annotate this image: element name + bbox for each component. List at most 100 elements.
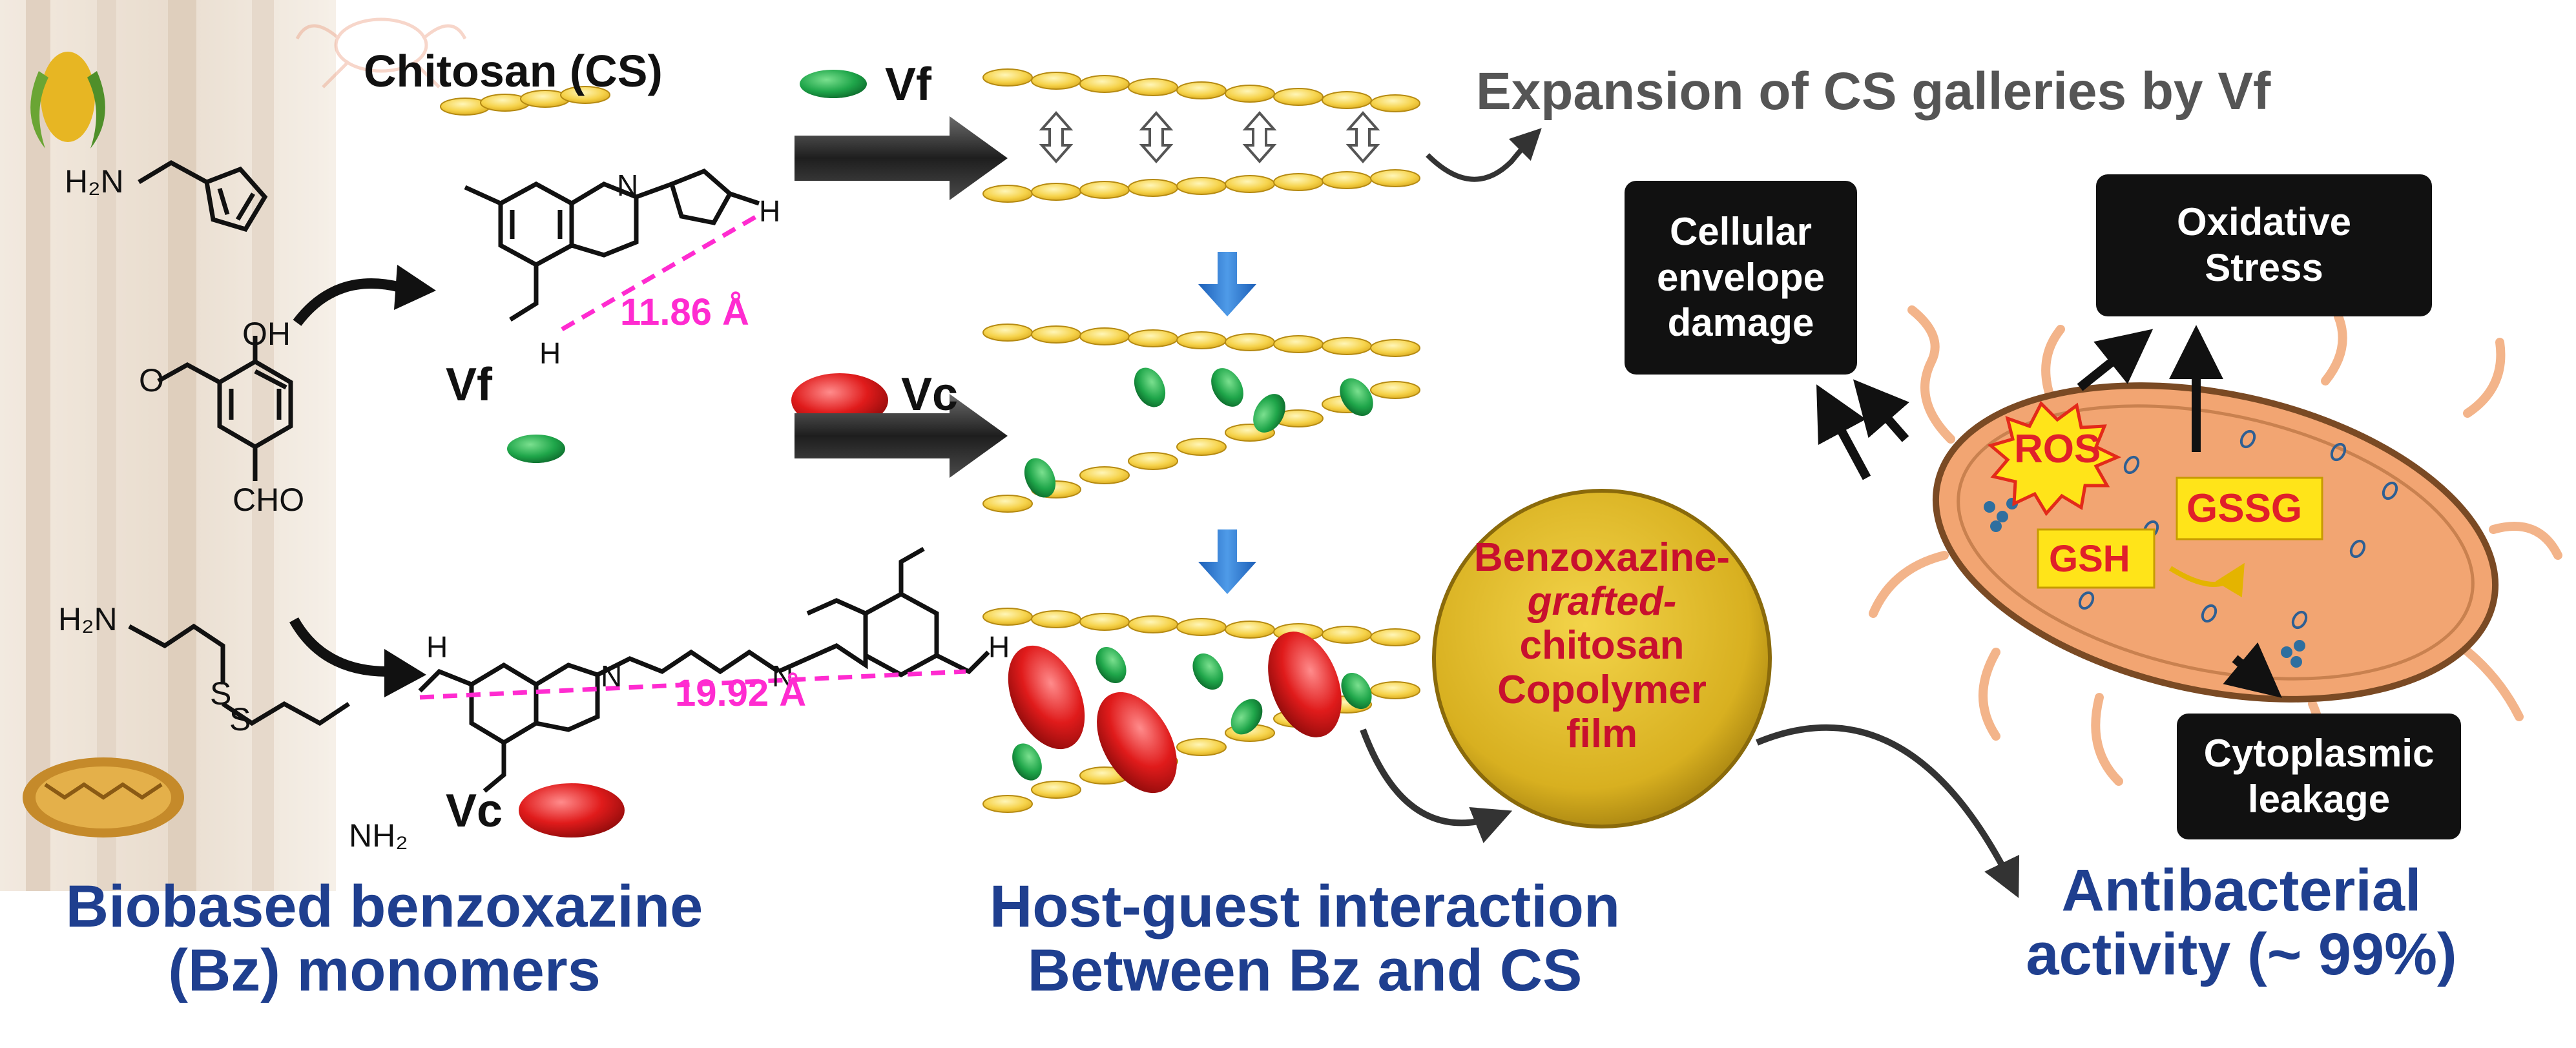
chitosan-bead: [1031, 781, 1081, 799]
chitosan-bead: [982, 495, 1033, 513]
cystamine-structure: [128, 623, 350, 726]
methoxy-label: O: [139, 362, 164, 398]
cell-vesicle: [2239, 429, 2256, 449]
envelope-damage-box: Cellular envelope damage: [1625, 181, 1857, 375]
vf-guest: [1341, 672, 1372, 710]
vc-legend-label: Vc: [901, 369, 959, 420]
chitosan-bead: [1176, 81, 1227, 99]
gallery-expansion-arrows: [1039, 110, 1380, 164]
chitosan-bead: [1031, 72, 1081, 90]
caption-antibacterial-line2: activity (~ 99%): [2026, 921, 2457, 988]
chitosan-label: Chitosan (CS): [364, 46, 663, 96]
chitosan-bead: [1128, 78, 1178, 96]
flagellum: [2091, 693, 2123, 786]
copolymer-film-disc: [1432, 489, 1772, 828]
vc-ring-n-left: N: [601, 659, 623, 693]
cystamine-amine-end-label: NH₂: [349, 817, 408, 854]
film-line3: chitosan: [1519, 623, 1685, 668]
cell-vesicle: [2382, 481, 2398, 500]
sulfur-label-2: S: [229, 701, 251, 737]
envelope-line2: envelope: [1656, 255, 1825, 299]
flagellum: [1869, 551, 1949, 618]
chitosan-bead: [1176, 331, 1227, 349]
chitosan-legend-bead: [560, 86, 610, 104]
oxidative-stress-box: Oxidative Stress: [2096, 174, 2432, 316]
cell-vesicle: [2078, 591, 2095, 610]
film-line5: film: [1566, 711, 1638, 756]
vf-legend-molecule: [800, 70, 867, 98]
chitosan-bead: [1079, 181, 1130, 199]
vc-distance-line: [419, 669, 966, 700]
vf-guest: [1211, 368, 1243, 407]
chitosan-bead: [1370, 169, 1420, 187]
vc-aldehyde-h-right: H: [988, 630, 1010, 664]
chitosan-bead: [1079, 613, 1130, 631]
chitosan-bead: [1079, 75, 1130, 93]
chitosan-bead: [1370, 681, 1420, 699]
chitosan-bead: [1225, 85, 1275, 103]
blue-down-arrows: [1198, 252, 1256, 594]
vc-aldehyde-h: H: [426, 630, 448, 664]
chitosan-bead: [1273, 88, 1324, 106]
chitosan-bead: [1079, 466, 1130, 484]
chitosan-bead: [1370, 339, 1420, 357]
vf-guest: [1192, 653, 1223, 690]
gssg-label: GSSG: [2186, 486, 2303, 531]
oxidative-line2: Stress: [2205, 246, 2323, 289]
caption-antibacterial: Antibacterial activity (~ 99%): [1977, 858, 2506, 988]
chitosan-bead: [1128, 615, 1178, 633]
oxidative-line1: Oxidative: [2176, 200, 2352, 244]
vf-guest: [1096, 646, 1127, 684]
vc-molecule-swatch: [519, 783, 625, 837]
cystamine-amine-label: H₂N: [58, 601, 118, 637]
vc-distance-label: 19.92 Å: [675, 672, 807, 714]
chitosan-bead: [1322, 91, 1372, 109]
aldehyde-label: CHO: [233, 482, 305, 518]
chitosan-bead: [1322, 626, 1372, 644]
expansion-arrow-icon: [1345, 110, 1380, 164]
expansion-arrow-icon: [1139, 110, 1174, 164]
caption-monomers-line2: (Bz) monomers: [168, 938, 601, 1004]
vf-guest: [1134, 367, 1166, 407]
vf-distance-line: [561, 211, 763, 332]
expansion-arrow-icon: [1242, 110, 1277, 164]
vanillin-structure: [157, 336, 293, 481]
chitosan-bead: [1225, 621, 1275, 639]
vf-guest: [1231, 699, 1263, 735]
chitosan-bead: [1128, 179, 1178, 197]
leaked-content-dot: [1990, 520, 2002, 532]
gsh-box: [2037, 528, 2155, 589]
gsh-label: GSH: [2049, 538, 2130, 580]
cell-vesicle: [2330, 442, 2347, 462]
sulfur-label-1: S: [210, 675, 232, 712]
flagellum: [2489, 522, 2562, 560]
envelope-line3: damage: [1667, 301, 1814, 345]
caption-host-guest: Host-guest interaction Between Bz and CS: [904, 874, 1705, 1003]
film-label: Benzoxazine- grafted- chitosan Copolymer…: [1440, 535, 1763, 756]
flagellum: [2321, 312, 2347, 385]
chitosan-bead: [1273, 335, 1324, 353]
flagellum: [2463, 338, 2506, 418]
chitosan-bead: [1176, 438, 1227, 456]
chitosan-bead: [1322, 171, 1372, 189]
chitosan-bead: [1128, 329, 1178, 347]
guest-molecules: [507, 70, 1373, 837]
cell-vesicle: [2201, 604, 2218, 623]
ros-starburst: [1987, 400, 2122, 517]
ros-label: ROS: [2014, 427, 2101, 471]
bacterium-inner-membrane: [1957, 404, 2475, 681]
chitosan-bead: [982, 185, 1033, 203]
envelope-line1: Cellular: [1669, 209, 1813, 253]
hydroxyl-label: OH: [242, 316, 291, 352]
chitosan-bead: [1322, 337, 1372, 355]
leaked-content-dot: [2290, 656, 2302, 668]
chitosan-bead: [1176, 618, 1227, 636]
vf-h-atom: H: [759, 194, 781, 228]
crab-outline: [295, 17, 467, 88]
cell-vesicle: [2349, 539, 2366, 559]
chitosan-bead: [1176, 177, 1227, 195]
flagellum: [1979, 648, 2000, 741]
cytoplasmic-leakage-box: Cytoplasmic leakage: [2177, 714, 2461, 839]
